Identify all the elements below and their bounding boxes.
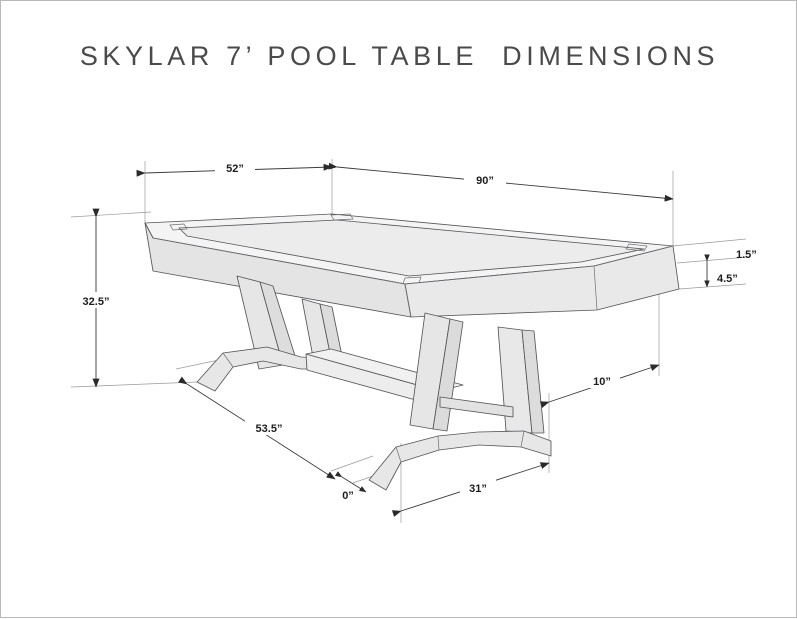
dimension-90-inches: 90” xyxy=(328,162,674,202)
dimension-90-label: 90” xyxy=(476,175,494,187)
dimension-31-label: 31” xyxy=(469,483,487,495)
dimension-1-5-inches: 1.5” xyxy=(736,249,757,261)
dimension-1-5-label: 1.5” xyxy=(736,249,757,261)
pocket-notch-corner-right xyxy=(625,243,648,252)
pool-table-illustration xyxy=(144,213,680,491)
dimension-4-5-inches: 4.5” xyxy=(704,254,738,288)
dimension-0-label: 0” xyxy=(342,490,354,502)
dimension-10-inches: 10” xyxy=(539,364,660,408)
dimension-32-5-inches: 32.5” xyxy=(75,208,117,388)
extension-lines xyxy=(70,159,750,523)
page-title: SKYLAR 7’ POOL TABLE DIMENSIONS xyxy=(79,41,720,71)
dimension-31-inches: 31” xyxy=(391,462,550,517)
dimension-0-inches: 0” xyxy=(334,471,367,502)
dimension-52-label: 52” xyxy=(226,163,244,175)
leg-right-strut-b-rear xyxy=(521,329,545,434)
dimension-53-5-label: 53.5” xyxy=(256,423,283,435)
pocket-notch-corner-left xyxy=(169,223,188,231)
pocket-notch-side-far xyxy=(330,213,354,221)
leg-right-cross-brace xyxy=(439,396,514,418)
dimension-53-5-inches: 53.5” xyxy=(178,376,336,480)
dimension-4-5-label: 4.5” xyxy=(717,273,738,285)
dimension-32-5-label: 32.5” xyxy=(83,296,110,308)
dimension-10-label: 10” xyxy=(593,376,611,388)
dimension-52-inches: 52” xyxy=(136,159,333,177)
